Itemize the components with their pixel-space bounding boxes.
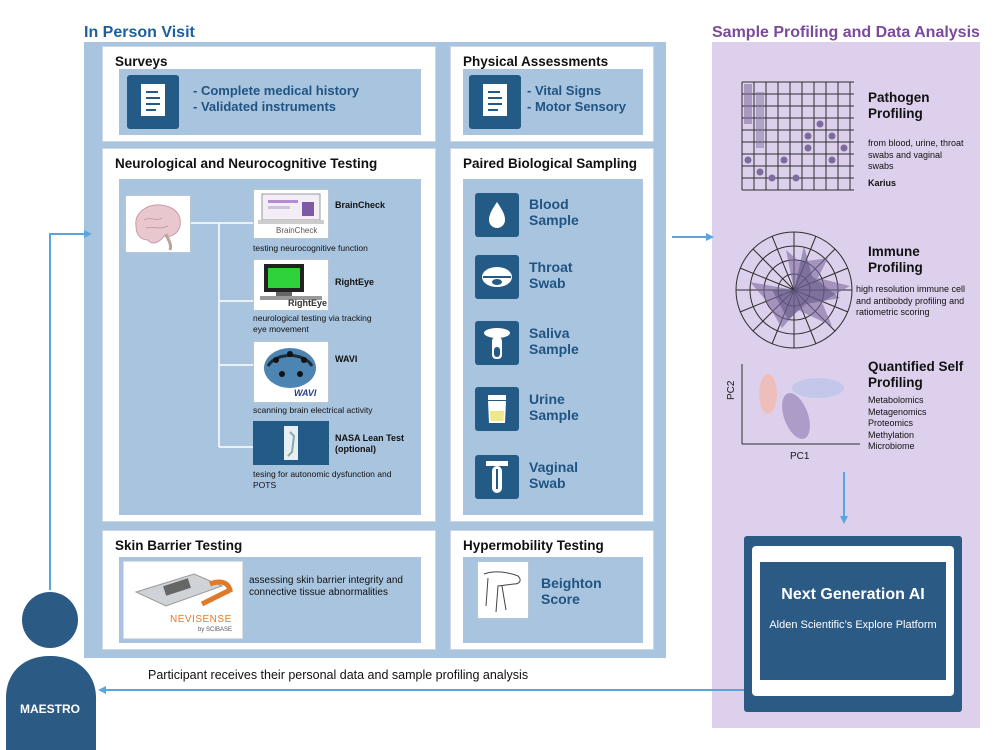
- nevisense-logo: NEVISENSE: [170, 614, 232, 625]
- tree-connector: [191, 222, 253, 448]
- ai-platform-box: Next Generation AI Alden Scientific’s Ex…: [744, 536, 962, 712]
- pca-xlabel: PC1: [790, 451, 810, 462]
- pca-plot-icon: [741, 364, 860, 445]
- urine-cup-icon: [475, 387, 519, 431]
- surveys-bullet: - Validated instruments: [193, 99, 337, 114]
- skin-barrier-card: Skin Barrier Testing NEVISENSE by SCIBAS…: [102, 530, 436, 650]
- righteye-logo: RightEye: [288, 298, 328, 308]
- hypermobility-card: Hypermobility Testing Beighton Score: [450, 530, 654, 650]
- beighton-image: [477, 561, 529, 619]
- urine-sample-label: Urine Sample: [529, 391, 579, 423]
- skin-barrier-desc: assessing skin barrier integrity and con…: [249, 575, 403, 598]
- skin-panel: NEVISENSE by SCIBASE assessing skin barr…: [119, 557, 421, 643]
- nasa-lean-name: NASA Lean Test (optional): [335, 433, 405, 454]
- omics-item: Metagenomics: [868, 406, 927, 417]
- ai-subtitle: Alden Scientific’s Explore Platform: [769, 619, 937, 631]
- righteye-desc: neurological testing via tracking eye mo…: [253, 313, 372, 334]
- maestro-label: MAESTRO: [20, 702, 80, 716]
- paired-sampling-card: Paired Biological Sampling Blood Sample …: [450, 148, 654, 522]
- paired-panel: Blood Sample Throat Swab Saliva Sample U…: [463, 179, 643, 515]
- blood-drop-icon: [475, 193, 519, 237]
- document-icon: [127, 75, 179, 129]
- nasa-lean-desc: tesing for autonomic dysfunction and POT…: [253, 469, 392, 490]
- sample-profiling-title: Sample Profiling and Data Analysis: [712, 24, 980, 41]
- neuro-testing-title: Neurological and Neurocognitive Testing: [115, 156, 378, 171]
- surveys-title: Surveys: [115, 54, 168, 69]
- pathogen-profiling-desc: from blood, urine, throat swabs and vagi…: [868, 138, 964, 171]
- wavi-desc: scanning brain electrical activity: [253, 405, 373, 415]
- wavi-image: WAVI: [253, 341, 329, 403]
- omics-item: Methylation: [868, 429, 915, 440]
- physical-bullet: - Motor Sensory: [527, 99, 626, 114]
- nasa-lean-image: [253, 421, 329, 465]
- pathogen-heatmap-icon: [741, 81, 854, 191]
- surveys-bullet: - Complete medical history: [193, 83, 360, 98]
- braincheck-desc: testing neurocognitive function: [253, 243, 368, 253]
- braincheck-image: BrainCheck: [253, 189, 329, 239]
- document-icon: [469, 75, 521, 129]
- hypermobility-title: Hypermobility Testing: [463, 538, 604, 553]
- surveys-panel: - Complete medical history - Validated i…: [119, 69, 421, 135]
- paired-sampling-title: Paired Biological Sampling: [463, 156, 638, 171]
- participant-icon: [6, 592, 96, 750]
- immune-radar-icon: [735, 231, 853, 349]
- immune-profiling-title: Immune Profiling: [868, 244, 923, 275]
- omics-item: Metabolomics: [868, 395, 924, 405]
- hypermobility-panel: Beighton Score: [463, 557, 643, 643]
- righteye-image: RightEye: [253, 259, 329, 311]
- neuro-panel: BrainCheck BrainCheck testing neurocogni…: [119, 179, 421, 515]
- wavi-name: WAVI: [335, 354, 358, 364]
- braincheck-name: BrainCheck: [335, 200, 386, 210]
- neuro-testing-card: Neurological and Neurocognitive Testing …: [102, 148, 436, 522]
- quantified-profiling-list: Metabolomics Metagenomics Proteomics Met…: [868, 395, 927, 453]
- blood-sample-label: Blood Sample: [529, 196, 579, 228]
- braincheck-logo: BrainCheck: [276, 226, 318, 235]
- quantified-profiling-title: Quantified Self Profiling: [868, 359, 964, 390]
- immune-profiling-desc: high resolution immune cell and antibobd…: [856, 284, 966, 317]
- pathogen-profiling-title: Pathogen Profiling: [868, 90, 930, 121]
- surveys-card: Surveys - Complete medical history - Val…: [102, 46, 436, 142]
- in-person-visit-title: In Person Visit: [84, 24, 195, 41]
- feedback-text: Participant receives their personal data…: [148, 668, 529, 682]
- physical-bullet: - Vital Signs: [527, 83, 602, 98]
- swab-tube-icon: [475, 455, 519, 499]
- brain-image: [125, 195, 191, 253]
- wavi-logo: WAVI: [294, 388, 317, 398]
- throat-icon: [475, 255, 519, 299]
- nevisense-image: NEVISENSE by SCIBASE: [123, 561, 243, 639]
- physical-assessments-card: Physical Assessments - Vital Signs - Mot…: [450, 46, 654, 142]
- physical-assessments-title: Physical Assessments: [463, 54, 609, 69]
- saliva-sample-label: Saliva Sample: [529, 325, 579, 357]
- omics-item: Microbiome: [868, 441, 915, 451]
- ai-title: Next Generation AI: [781, 586, 925, 603]
- beighton-score-label: Beighton Score: [541, 575, 602, 607]
- vaginal-swab-label: Vaginal Swab: [529, 459, 579, 491]
- saliva-tube-icon: [475, 321, 519, 365]
- righteye-name: RightEye: [335, 277, 375, 287]
- omics-item: Proteomics: [868, 418, 914, 428]
- pathogen-profiling-source: Karius: [868, 178, 897, 188]
- skin-barrier-title: Skin Barrier Testing: [115, 538, 243, 553]
- physical-panel: - Vital Signs - Motor Sensory: [463, 69, 643, 135]
- nevisense-logo-sub: by SCIBASE: [198, 627, 233, 633]
- throat-swab-label: Throat Swab: [529, 259, 573, 291]
